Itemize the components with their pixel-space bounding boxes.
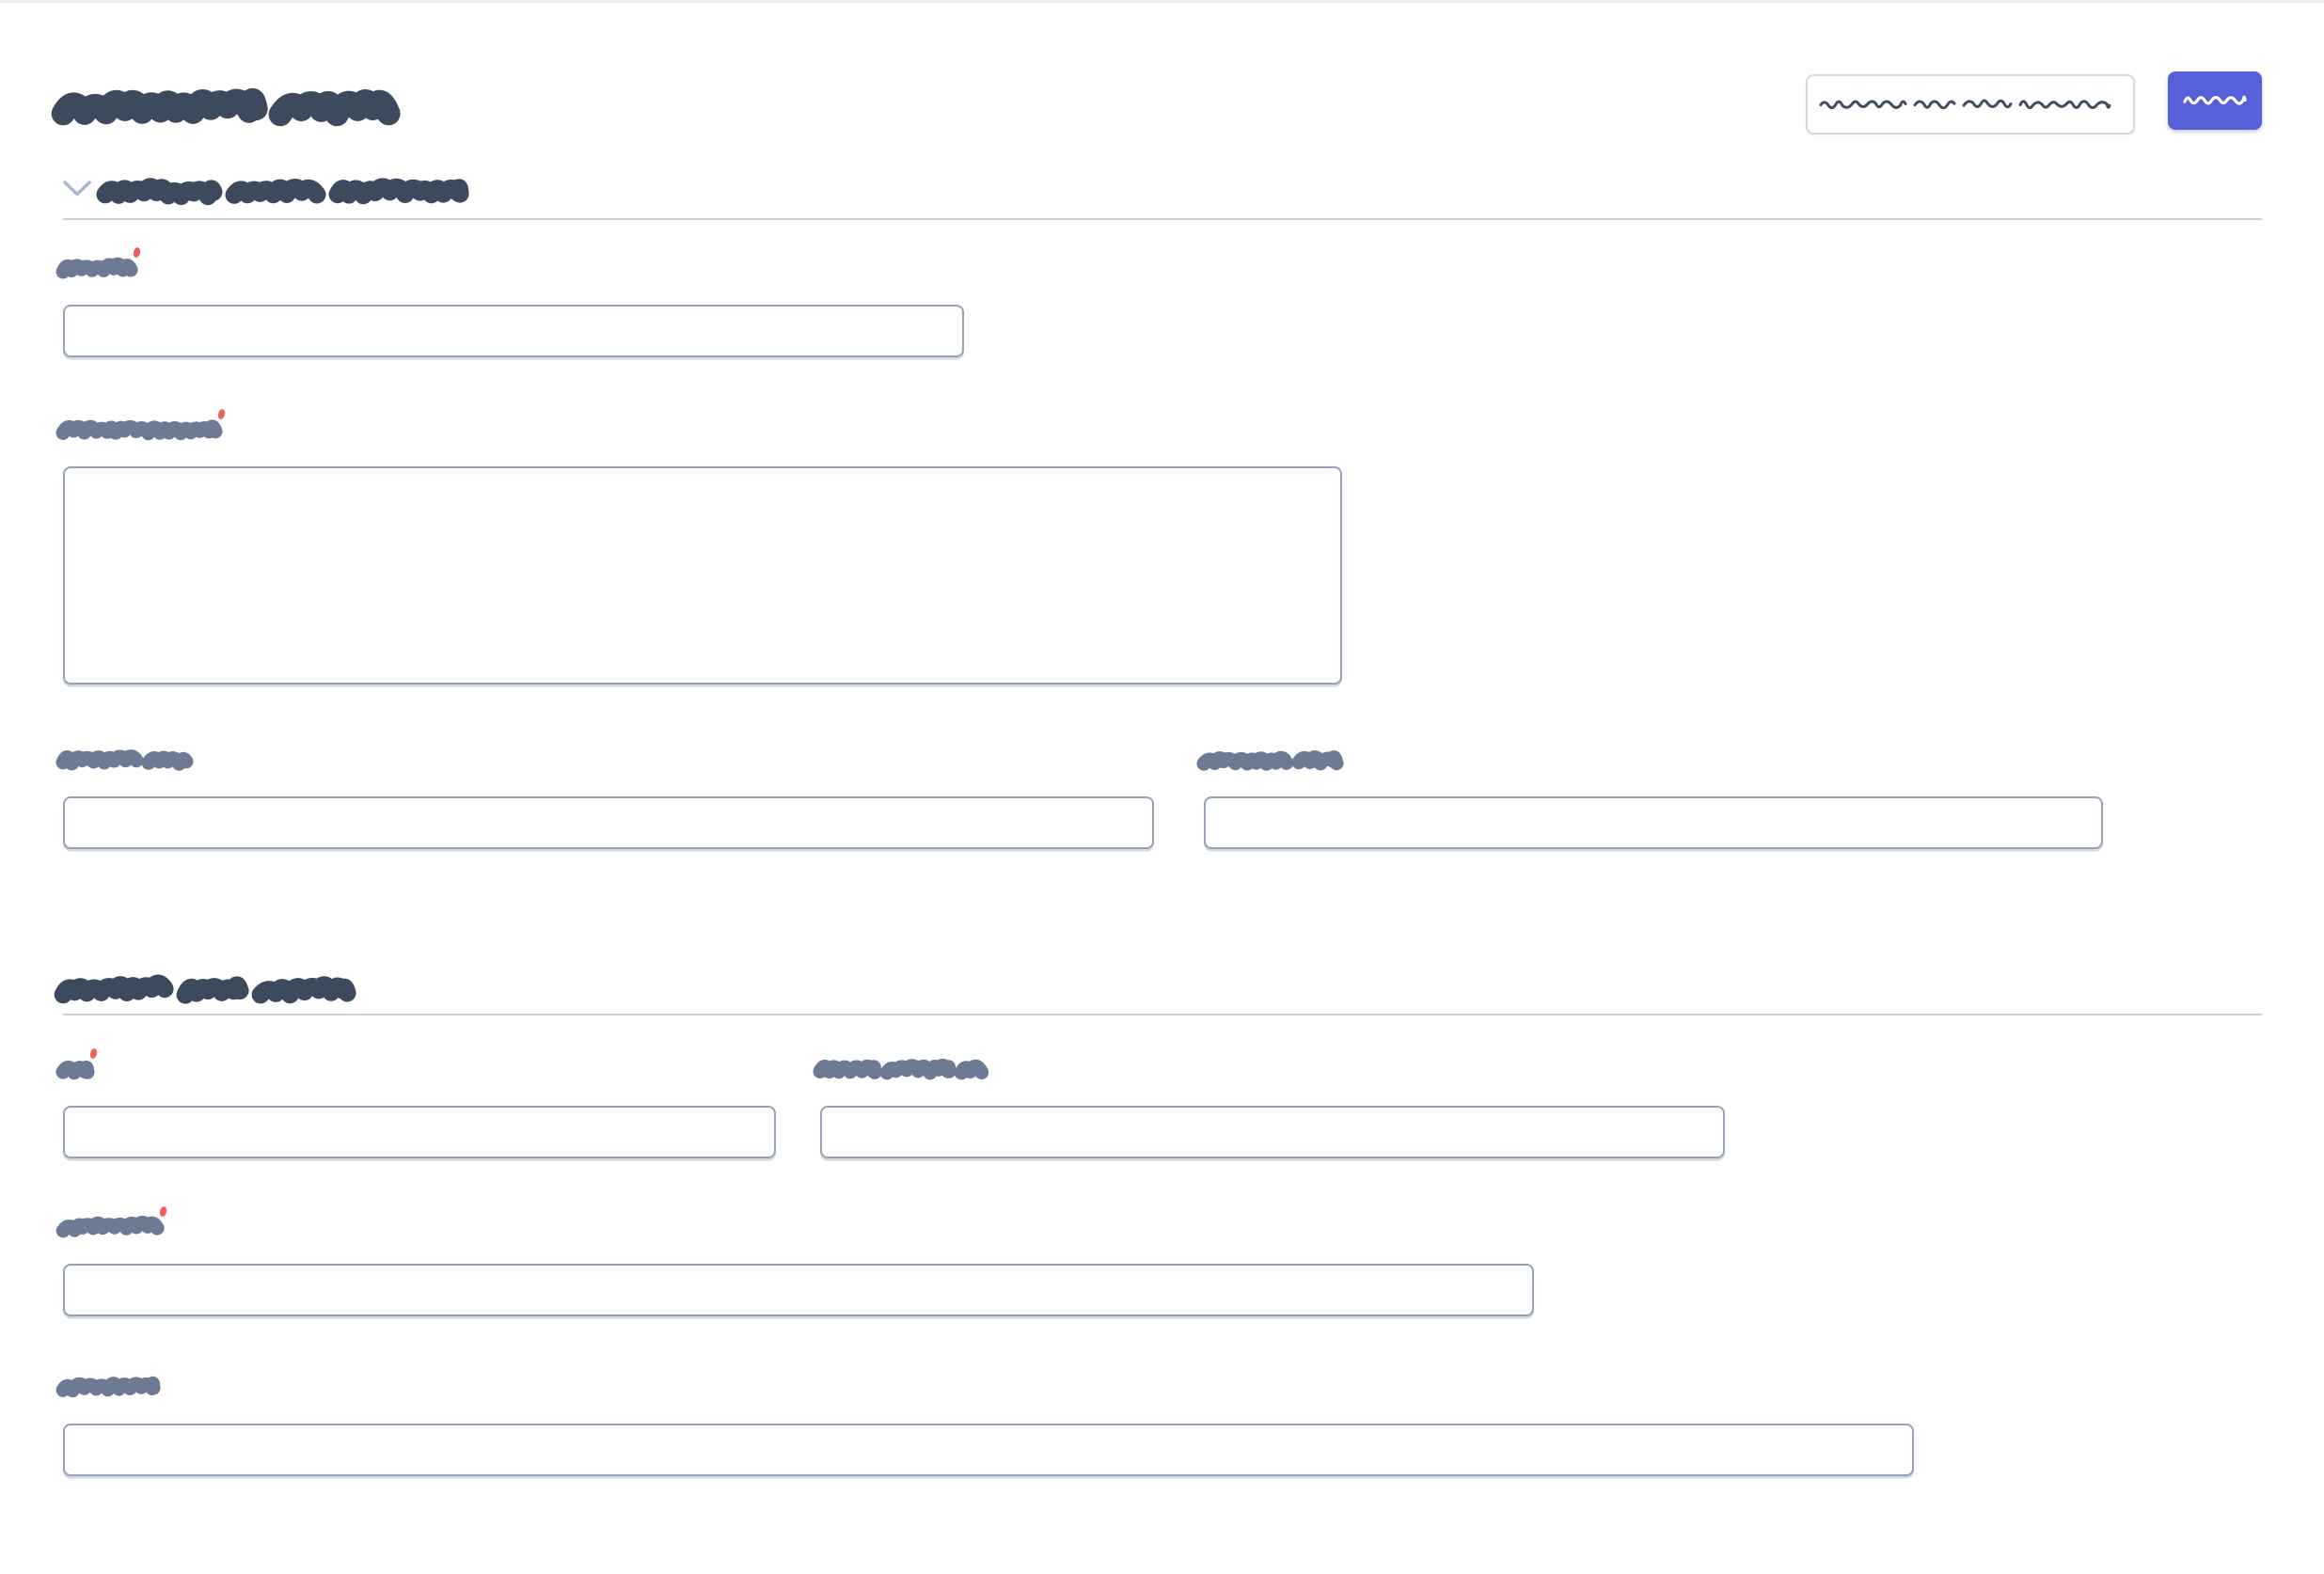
- section-2-field-7-input[interactable]: [63, 1264, 1534, 1316]
- page-top-divider: [0, 0, 2324, 3]
- field-5-label-scribble: [55, 1055, 95, 1080]
- field-7-label-scribble: [55, 1213, 165, 1238]
- header-search-input[interactable]: [1806, 74, 2135, 134]
- required-indicator: [88, 1047, 99, 1060]
- section-1-field-2-textarea[interactable]: [63, 466, 1342, 685]
- field-2-label-scribble: [55, 416, 223, 441]
- search-input-redacted-value: [1819, 97, 2111, 112]
- section-1-field-4-input[interactable]: [1204, 796, 2103, 849]
- section-2-field-6-input[interactable]: [820, 1106, 1725, 1158]
- field-5-label: [55, 1047, 776, 1080]
- required-indicator: [158, 1205, 168, 1218]
- section-1-field-3-input[interactable]: [63, 796, 1154, 849]
- section-1-divider: [63, 218, 2262, 220]
- section-2-divider: [63, 1014, 2262, 1015]
- field-7-label: [55, 1205, 1534, 1238]
- field-1-label: [55, 246, 964, 279]
- form-field-3: [55, 746, 1154, 849]
- field-3-label: [55, 746, 1154, 771]
- section-2-field-8-input[interactable]: [63, 1424, 1914, 1476]
- field-8-label-scribble: [55, 1373, 161, 1398]
- section-2-field-5-input[interactable]: [63, 1106, 776, 1158]
- form-field-1: [55, 246, 964, 357]
- field-8-label: [55, 1373, 1914, 1398]
- form-field-6: [813, 1055, 1725, 1158]
- chevron-down-icon[interactable]: [63, 180, 91, 197]
- form-field-4: [1196, 746, 2103, 849]
- section-2-header: [54, 972, 356, 1004]
- form-field-7: [55, 1205, 1534, 1316]
- section-1-header: [63, 173, 469, 206]
- section-1-heading: [96, 173, 469, 206]
- field-3-label-scribble: [55, 746, 194, 771]
- field-4-label-scribble: [1196, 746, 1344, 771]
- required-indicator: [216, 408, 227, 420]
- field-6-label: [813, 1055, 1725, 1080]
- form-field-5: [55, 1047, 776, 1158]
- field-1-label-scribble: [55, 254, 138, 279]
- form-field-8: [55, 1373, 1914, 1476]
- section-2-heading: [54, 972, 356, 1004]
- form-field-2: [55, 408, 1342, 685]
- submit-button-label: [2183, 93, 2247, 108]
- field-4-label: [1196, 746, 2103, 771]
- submit-button[interactable]: [2168, 71, 2262, 130]
- field-6-label-scribble: [813, 1055, 989, 1080]
- field-2-label: [55, 408, 1342, 441]
- required-indicator: [132, 246, 142, 259]
- section-1-field-1-input[interactable]: [63, 305, 964, 357]
- page-title: [51, 83, 401, 127]
